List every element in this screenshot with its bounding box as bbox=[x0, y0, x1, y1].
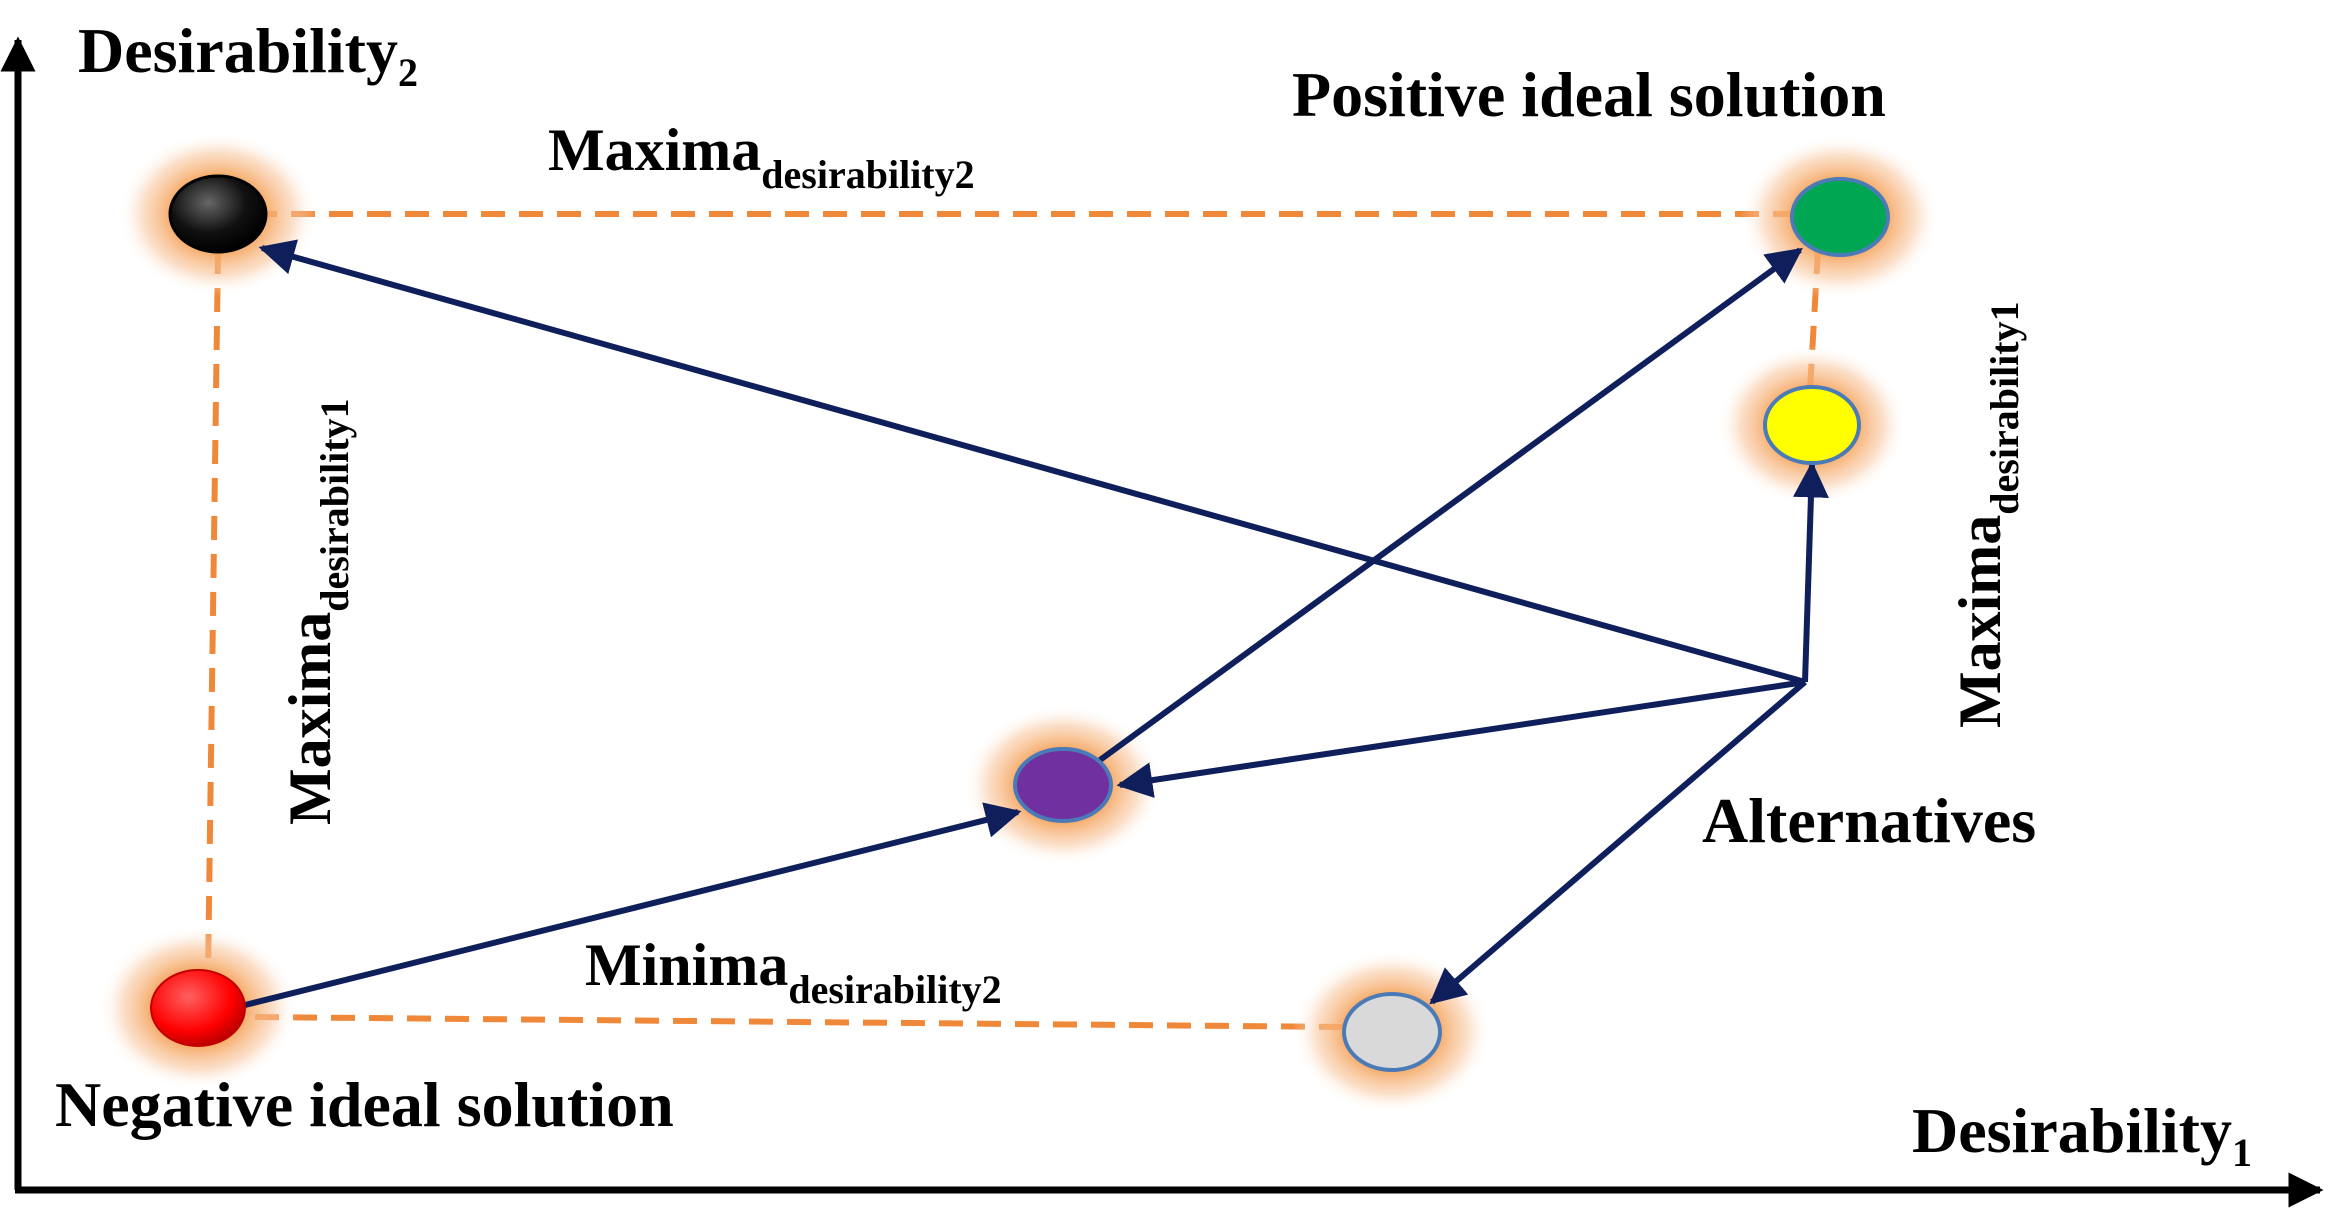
node-yellow bbox=[1763, 385, 1861, 465]
y-axis-label: Desirability2 bbox=[78, 15, 418, 95]
positive-ideal-label: Positive ideal solution bbox=[1292, 59, 1886, 130]
bottom-minima-label: Minimadesirability2 bbox=[585, 932, 1002, 1012]
x-axis-label: Desirability1 bbox=[1912, 1095, 2252, 1175]
left-maxima-label: Maximadesirability1 bbox=[277, 398, 357, 825]
node-green bbox=[1790, 177, 1890, 257]
arrow-to-purple bbox=[1116, 679, 1806, 798]
arrow-red-to-purple bbox=[244, 802, 1022, 1008]
nodes bbox=[150, 174, 1890, 1072]
node-red bbox=[150, 969, 246, 1047]
dashed-bottom bbox=[254, 1014, 1346, 1030]
arrow-to-yellow bbox=[1792, 461, 1829, 683]
dashed-left bbox=[205, 249, 221, 976]
arrow-purple-to-green bbox=[1098, 247, 1803, 763]
right-maxima-label: Maximadesirability1 bbox=[1947, 301, 2027, 728]
node-grey bbox=[1342, 992, 1442, 1072]
alternatives-label: Alternatives bbox=[1702, 785, 2036, 856]
node-black bbox=[168, 174, 268, 254]
arrow-to-grey bbox=[1429, 679, 1807, 1005]
node-purple bbox=[1013, 747, 1113, 823]
arrows bbox=[244, 239, 1829, 1008]
negative-ideal-label: Negative ideal solution bbox=[55, 1069, 674, 1140]
arrow-to-black bbox=[258, 239, 1806, 685]
top-maxima-label: Maximadesirability2 bbox=[548, 117, 975, 197]
